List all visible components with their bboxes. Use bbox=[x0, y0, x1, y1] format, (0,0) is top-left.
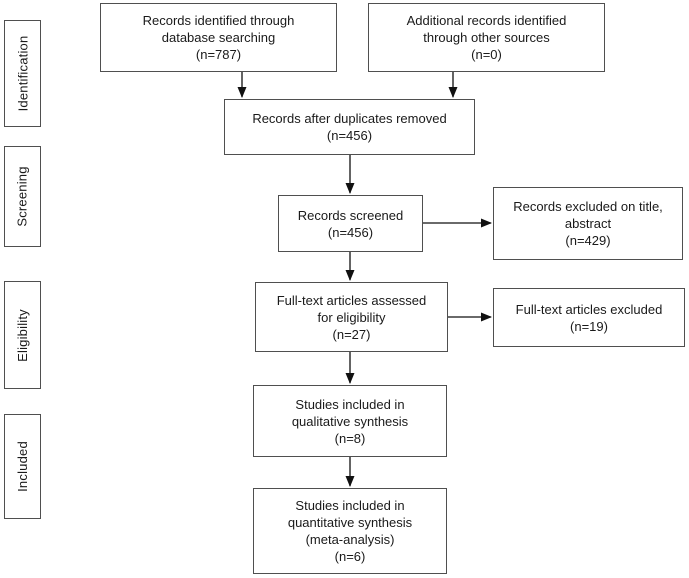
node-records-identified: Records identified through database sear… bbox=[100, 3, 337, 72]
node-quantitative-synthesis-text: Studies included in quantitative synthes… bbox=[287, 498, 413, 564]
node-fulltext-assessed-text: Full-text articles assessed for eligibil… bbox=[276, 292, 427, 342]
node-additional-records: Additional records identified through ot… bbox=[368, 3, 605, 72]
stage-box-identification: Identification bbox=[4, 20, 41, 127]
node-duplicates-removed: Records after duplicates removed (n=456) bbox=[224, 99, 475, 155]
node-records-excluded-title-abstract-text: Records excluded on title, abstract (n=4… bbox=[513, 199, 663, 248]
stage-box-eligibility: Eligibility bbox=[4, 281, 41, 389]
node-records-screened-text: Records screened (n=456) bbox=[297, 207, 404, 240]
node-additional-records-text: Additional records identified through ot… bbox=[406, 13, 567, 62]
stage-box-screening: Screening bbox=[4, 146, 41, 247]
node-qualitative-synthesis-text: Studies included in qualitative synthesi… bbox=[291, 396, 409, 446]
node-fulltext-assessed: Full-text articles assessed for eligibil… bbox=[255, 282, 448, 352]
node-records-excluded-title-abstract: Records excluded on title, abstract (n=4… bbox=[493, 187, 683, 260]
stage-label-eligibility: Eligibility bbox=[15, 308, 30, 362]
node-records-screened: Records screened (n=456) bbox=[278, 195, 423, 252]
node-qualitative-synthesis: Studies included in qualitative synthesi… bbox=[253, 385, 447, 457]
stage-label-screening: Screening bbox=[15, 166, 30, 227]
node-fulltext-excluded-text: Full-text articles excluded (n=19) bbox=[515, 301, 663, 334]
stage-label-identification: Identification bbox=[15, 35, 31, 112]
node-fulltext-excluded: Full-text articles excluded (n=19) bbox=[493, 288, 685, 347]
node-records-identified-text: Records identified through database sear… bbox=[142, 13, 295, 62]
stage-label-included: Included bbox=[15, 441, 30, 492]
stage-box-included: Included bbox=[4, 414, 41, 519]
node-duplicates-removed-text: Records after duplicates removed (n=456) bbox=[252, 111, 447, 143]
node-quantitative-synthesis: Studies included in quantitative synthes… bbox=[253, 488, 447, 574]
